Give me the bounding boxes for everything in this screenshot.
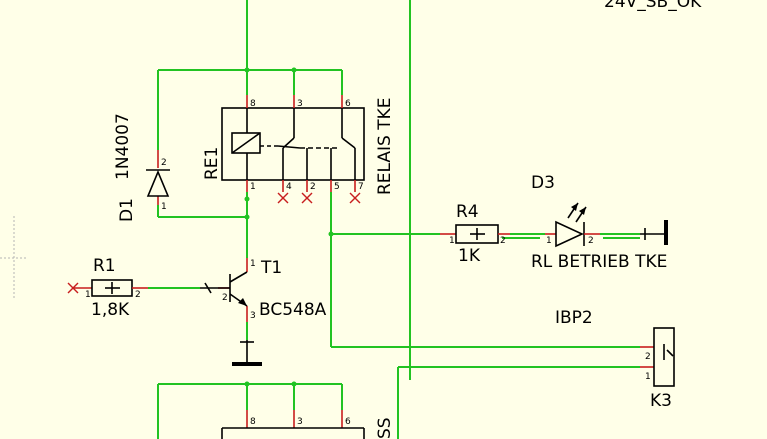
d3-value-label: RL BETRIEB TKE [531,252,667,272]
junction-dots [244,67,334,387]
led-d3[interactable]: 1 2 [545,202,668,248]
k3-ref-label: K3 [650,391,672,411]
resistor-r4[interactable]: 1 2 [440,224,510,246]
connector-k3[interactable]: 2 1 [640,327,675,387]
transistor-t1[interactable]: 1 2 3 [200,258,262,366]
re1-pin-6: 6 [345,99,351,109]
re1-value-label: RELAIS TKE [375,97,395,195]
d3-ref-label: D3 [531,173,555,193]
relay-bottom[interactable]: 8 3 6 [221,410,365,439]
d1-value-label: 1N4007 [113,113,133,180]
r1-ref-label: R1 [93,256,116,276]
re1-pin-5: 5 [334,182,340,192]
k3-value-label: IBP2 [555,308,593,328]
re1-pin-2: 2 [310,182,316,192]
t1-ref-label: T1 [260,258,282,278]
relay-bottom-pin-6: 6 [345,417,351,427]
k3-pin-1: 1 [645,372,651,382]
re1-ref-label: RE1 [202,147,222,180]
relay-bottom-pin-8: 8 [250,417,256,427]
r1-pin-2: 2 [135,290,141,300]
re1-pin-3: 3 [297,99,303,109]
r4-ref-label: R4 [456,202,479,222]
relay-re1[interactable]: 8 3 6 1 4 2 5 7 [221,95,365,204]
d1-ref-label: D1 [117,198,137,222]
k3-pin-2: 2 [645,352,651,362]
re1-pin-1: 1 [250,182,256,192]
re1-pin-7: 7 [358,182,364,192]
diode-d1[interactable]: 2 1 [146,150,170,212]
grid-marks [0,216,26,300]
r4-pin-1: 1 [449,236,455,246]
r1-pin-1: 1 [85,290,91,300]
d3-pin-1: 1 [546,236,552,246]
re1-pin-8: 8 [250,99,256,109]
t1-value-label: BC548A [259,300,327,320]
r1-value-label: 1,8K [91,300,130,320]
wires [148,0,640,439]
d1-pin-1: 1 [161,202,167,212]
d1-pin-2: 2 [161,158,167,168]
r4-value-label: 1K [458,246,481,266]
d3-pin-2: 2 [588,236,594,246]
r4-pin-2: 2 [500,236,506,246]
re1-pin-4: 4 [286,182,292,192]
t1-pin-2: 2 [222,293,228,303]
resistor-r1[interactable]: 1 2 [67,279,148,300]
relay-bottom-pin-3: 3 [297,417,303,427]
t1-pin-1: 1 [250,259,256,269]
net-label-24v: 24V_SB_OK [604,0,702,12]
t1-pin-3: 3 [250,311,256,321]
relay-bottom-value-label: SS [375,417,395,439]
